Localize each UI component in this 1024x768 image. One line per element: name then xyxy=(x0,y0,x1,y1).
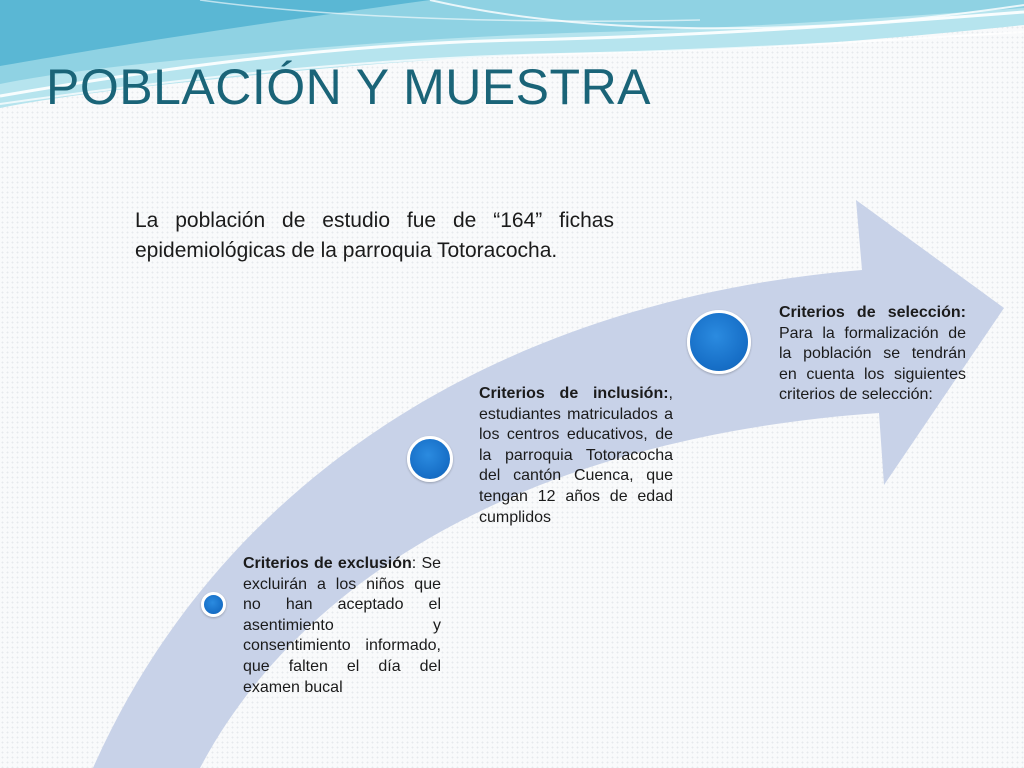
criteria-inclusion-text: estudiantes matriculados a los centros e… xyxy=(479,405,673,526)
criteria-exclusion-label: Criterios de exclusión xyxy=(243,555,412,572)
node-marker-exclusion xyxy=(201,592,226,617)
slide-title: POBLACIÓN Y MUESTRA xyxy=(46,59,652,115)
criteria-exclusion-separator: : xyxy=(411,555,422,572)
criteria-inclusion-label: Criterios de inclusión: xyxy=(479,385,669,402)
criteria-selection-text: Para la formalización de la población se… xyxy=(779,324,966,404)
criteria-inclusion: Criterios de inclusión:, estudiantes mat… xyxy=(479,384,673,528)
node-marker-selection xyxy=(687,310,751,374)
criteria-selection: Criterios de selección: Para la formaliz… xyxy=(779,303,966,406)
criteria-exclusion-text: Se excluirán a los niños que no han acep… xyxy=(243,555,442,696)
process-arrow xyxy=(93,200,1004,768)
intro-text: La población de estudio fue de “164” fic… xyxy=(135,209,614,262)
node-marker-inclusion xyxy=(407,436,453,482)
criteria-exclusion: Criterios de exclusión: Se excluirán a l… xyxy=(243,554,441,698)
criteria-selection-label: Criterios de selección: xyxy=(779,304,966,321)
header-waves xyxy=(0,0,1024,108)
criteria-inclusion-separator: , xyxy=(668,385,673,402)
